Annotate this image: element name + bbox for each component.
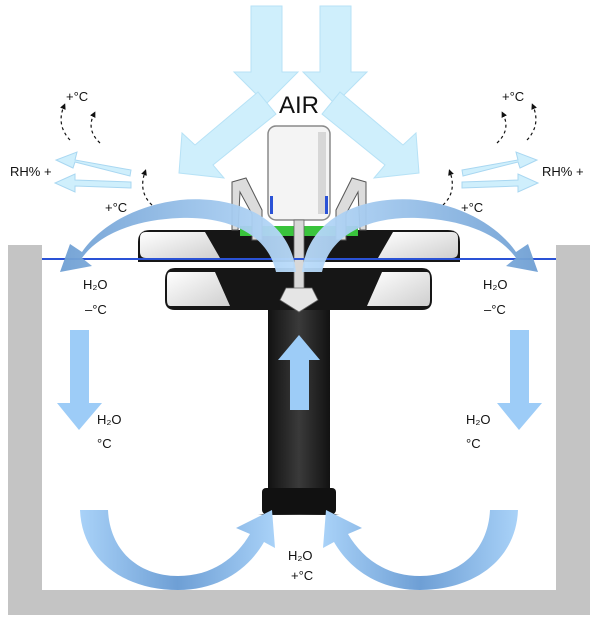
c-label-right-lower: °C: [466, 436, 481, 451]
rh-label-right: RH% +: [542, 164, 584, 179]
air-intake-arrows: [178, 5, 420, 179]
tank-left-wall: [8, 245, 42, 615]
bottom-arc-left: [80, 510, 275, 590]
tank-right-wall: [556, 245, 590, 615]
air-arrow-down-left: [232, 5, 300, 105]
heat-arrow-right-3: [442, 169, 454, 206]
surface-arc-right: [302, 199, 538, 272]
air-arrow-down-right: [301, 5, 369, 105]
motor-blue-strip-left: [270, 196, 273, 214]
h2o-label-right-upper: H₂O: [483, 277, 508, 292]
h2o-label-left-upper: H₂O: [83, 277, 108, 292]
bottom-arc-right: [323, 510, 518, 590]
heat-arrow-left-1: [60, 103, 71, 141]
down-arrow-right: [497, 330, 542, 430]
temp-label-top-right-2: +°C: [461, 200, 483, 215]
float-lower-left-panel: [167, 272, 230, 306]
motor-blue-strip-right: [325, 196, 328, 214]
surface-arc-left: [60, 199, 296, 272]
rh-arrow-left-lower: [53, 173, 132, 193]
downward-flow-arrows: [57, 330, 542, 430]
temp-label-top-left-2: +°C: [105, 200, 127, 215]
motor-housing-shade: [318, 132, 326, 214]
float-lower-right-panel: [367, 272, 430, 306]
draft-tube-base: [262, 488, 336, 514]
bottom-flow-arrows: [80, 510, 518, 590]
heat-arrow-right-2: [496, 111, 508, 144]
plus-c-label-bottom: +°C: [291, 568, 313, 583]
rh-arrow-right-lower: [461, 173, 540, 193]
up-arrow-center: [278, 335, 320, 410]
float-upper-right-panel: [378, 232, 458, 258]
h2o-label-bottom: H₂O: [288, 548, 313, 563]
rh-arrow-left-upper: [54, 151, 132, 177]
heat-arrow-left-3: [141, 169, 153, 206]
temp-label-top-right-1: +°C: [502, 89, 524, 104]
rh-arrows-left: [53, 151, 132, 193]
rh-arrows-right: [461, 151, 540, 193]
h2o-label-left-lower: H₂O: [97, 412, 122, 427]
heat-rise-arrows: [60, 103, 537, 206]
minus-c-label-right: –°C: [484, 302, 506, 317]
tank: [8, 245, 590, 615]
heat-arrow-right-1: [526, 103, 537, 141]
rh-label-left: RH% +: [10, 164, 52, 179]
air-arrow-diag-left: [178, 91, 277, 179]
air-arrow-diag-right: [321, 91, 420, 179]
rh-arrow-right-upper: [461, 151, 539, 177]
h2o-label-right-lower: H₂O: [466, 412, 491, 427]
float-upper-left-panel: [140, 232, 220, 258]
tank-floor: [8, 590, 590, 615]
air-label: AIR: [279, 92, 319, 119]
temp-label-top-left-1: +°C: [66, 89, 88, 104]
surface-flow-arrows: [60, 199, 538, 272]
aerator-device: [138, 125, 460, 515]
minus-c-label-left: –°C: [85, 302, 107, 317]
impeller: [279, 287, 319, 313]
heat-arrow-left-2: [89, 111, 101, 144]
c-label-left-lower: °C: [97, 436, 112, 451]
down-arrow-left: [57, 330, 102, 430]
